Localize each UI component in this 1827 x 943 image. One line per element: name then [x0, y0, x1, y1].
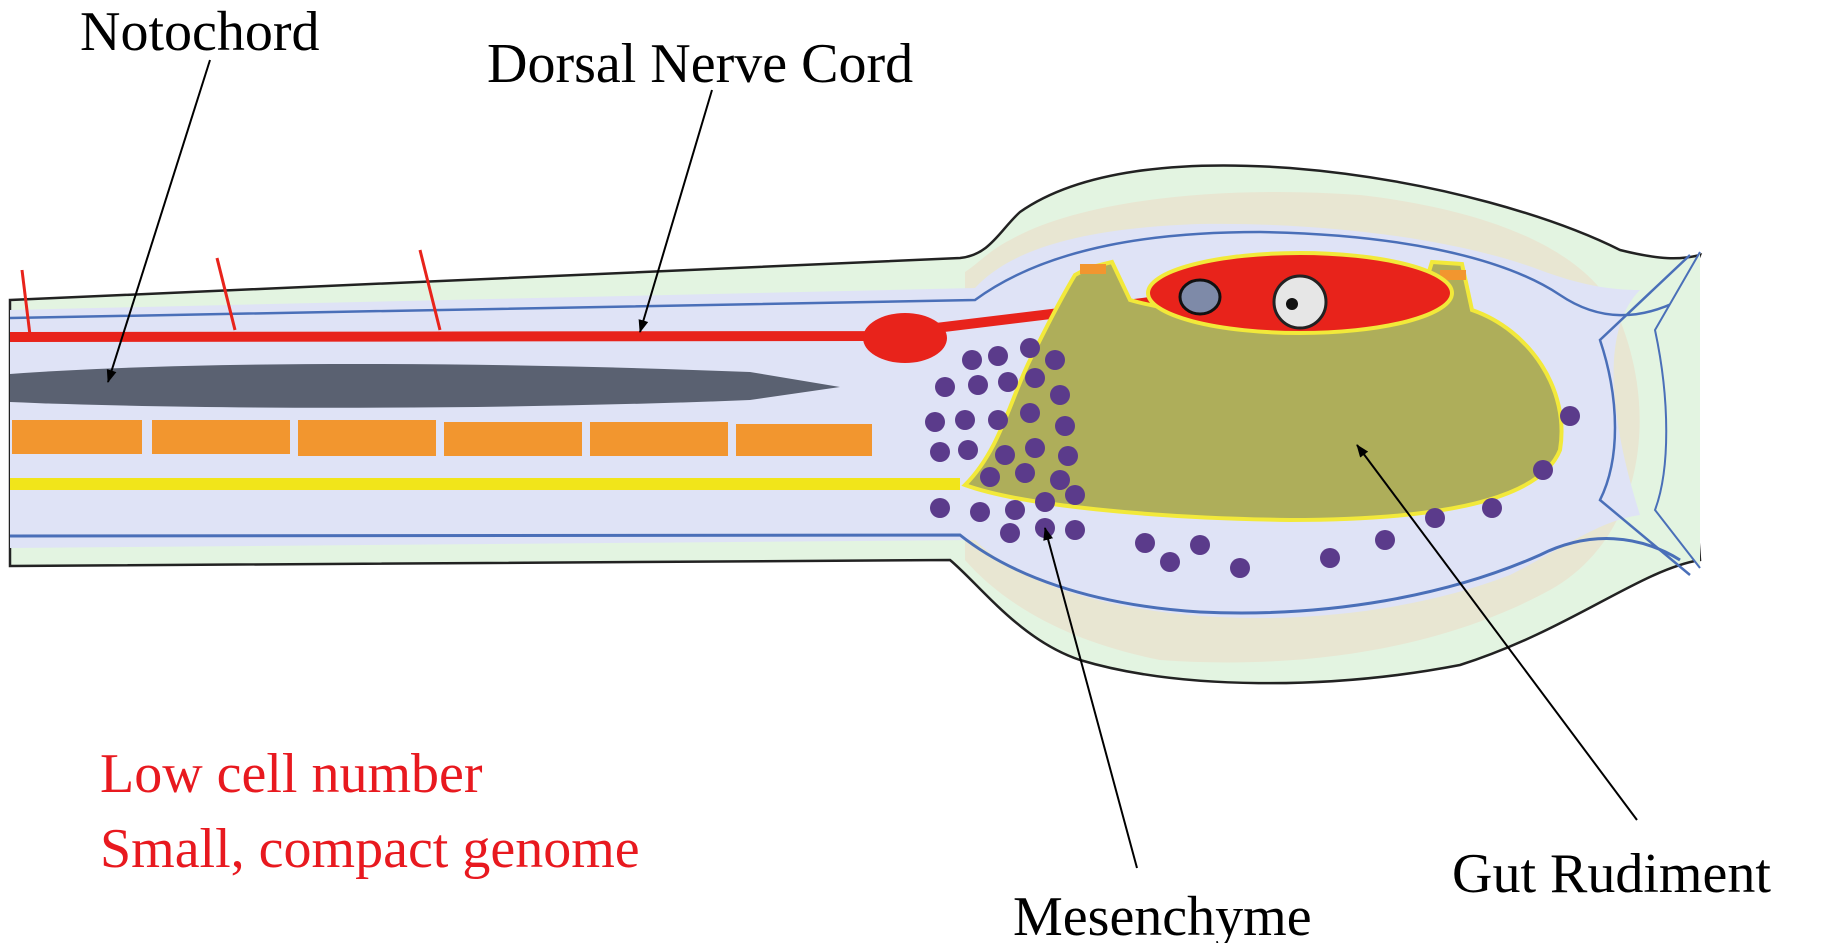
muscle-block-1	[12, 420, 142, 454]
otolith	[1286, 298, 1298, 310]
ocellus	[1180, 280, 1220, 314]
dorsal-nerve-cord-label: Dorsal Nerve Cord	[487, 33, 913, 95]
note-low-cell-number: Low cell number	[100, 743, 483, 805]
gut-tip-left	[1080, 264, 1106, 274]
gut-rudiment-label: Gut Rudiment	[1452, 843, 1771, 905]
brain-swelling	[863, 313, 947, 363]
note-compact-genome: Small, compact genome	[100, 818, 640, 880]
mesenchyme-label: Mesenchyme	[1013, 886, 1312, 943]
muscle-block-2	[152, 420, 290, 454]
muscle-block-5	[590, 422, 728, 456]
muscle-block-4	[444, 422, 582, 456]
notochord-label: Notochord	[80, 1, 320, 63]
muscle-block-3	[298, 420, 436, 456]
otolith-ring	[1274, 276, 1326, 328]
muscle-block-6	[736, 424, 872, 456]
